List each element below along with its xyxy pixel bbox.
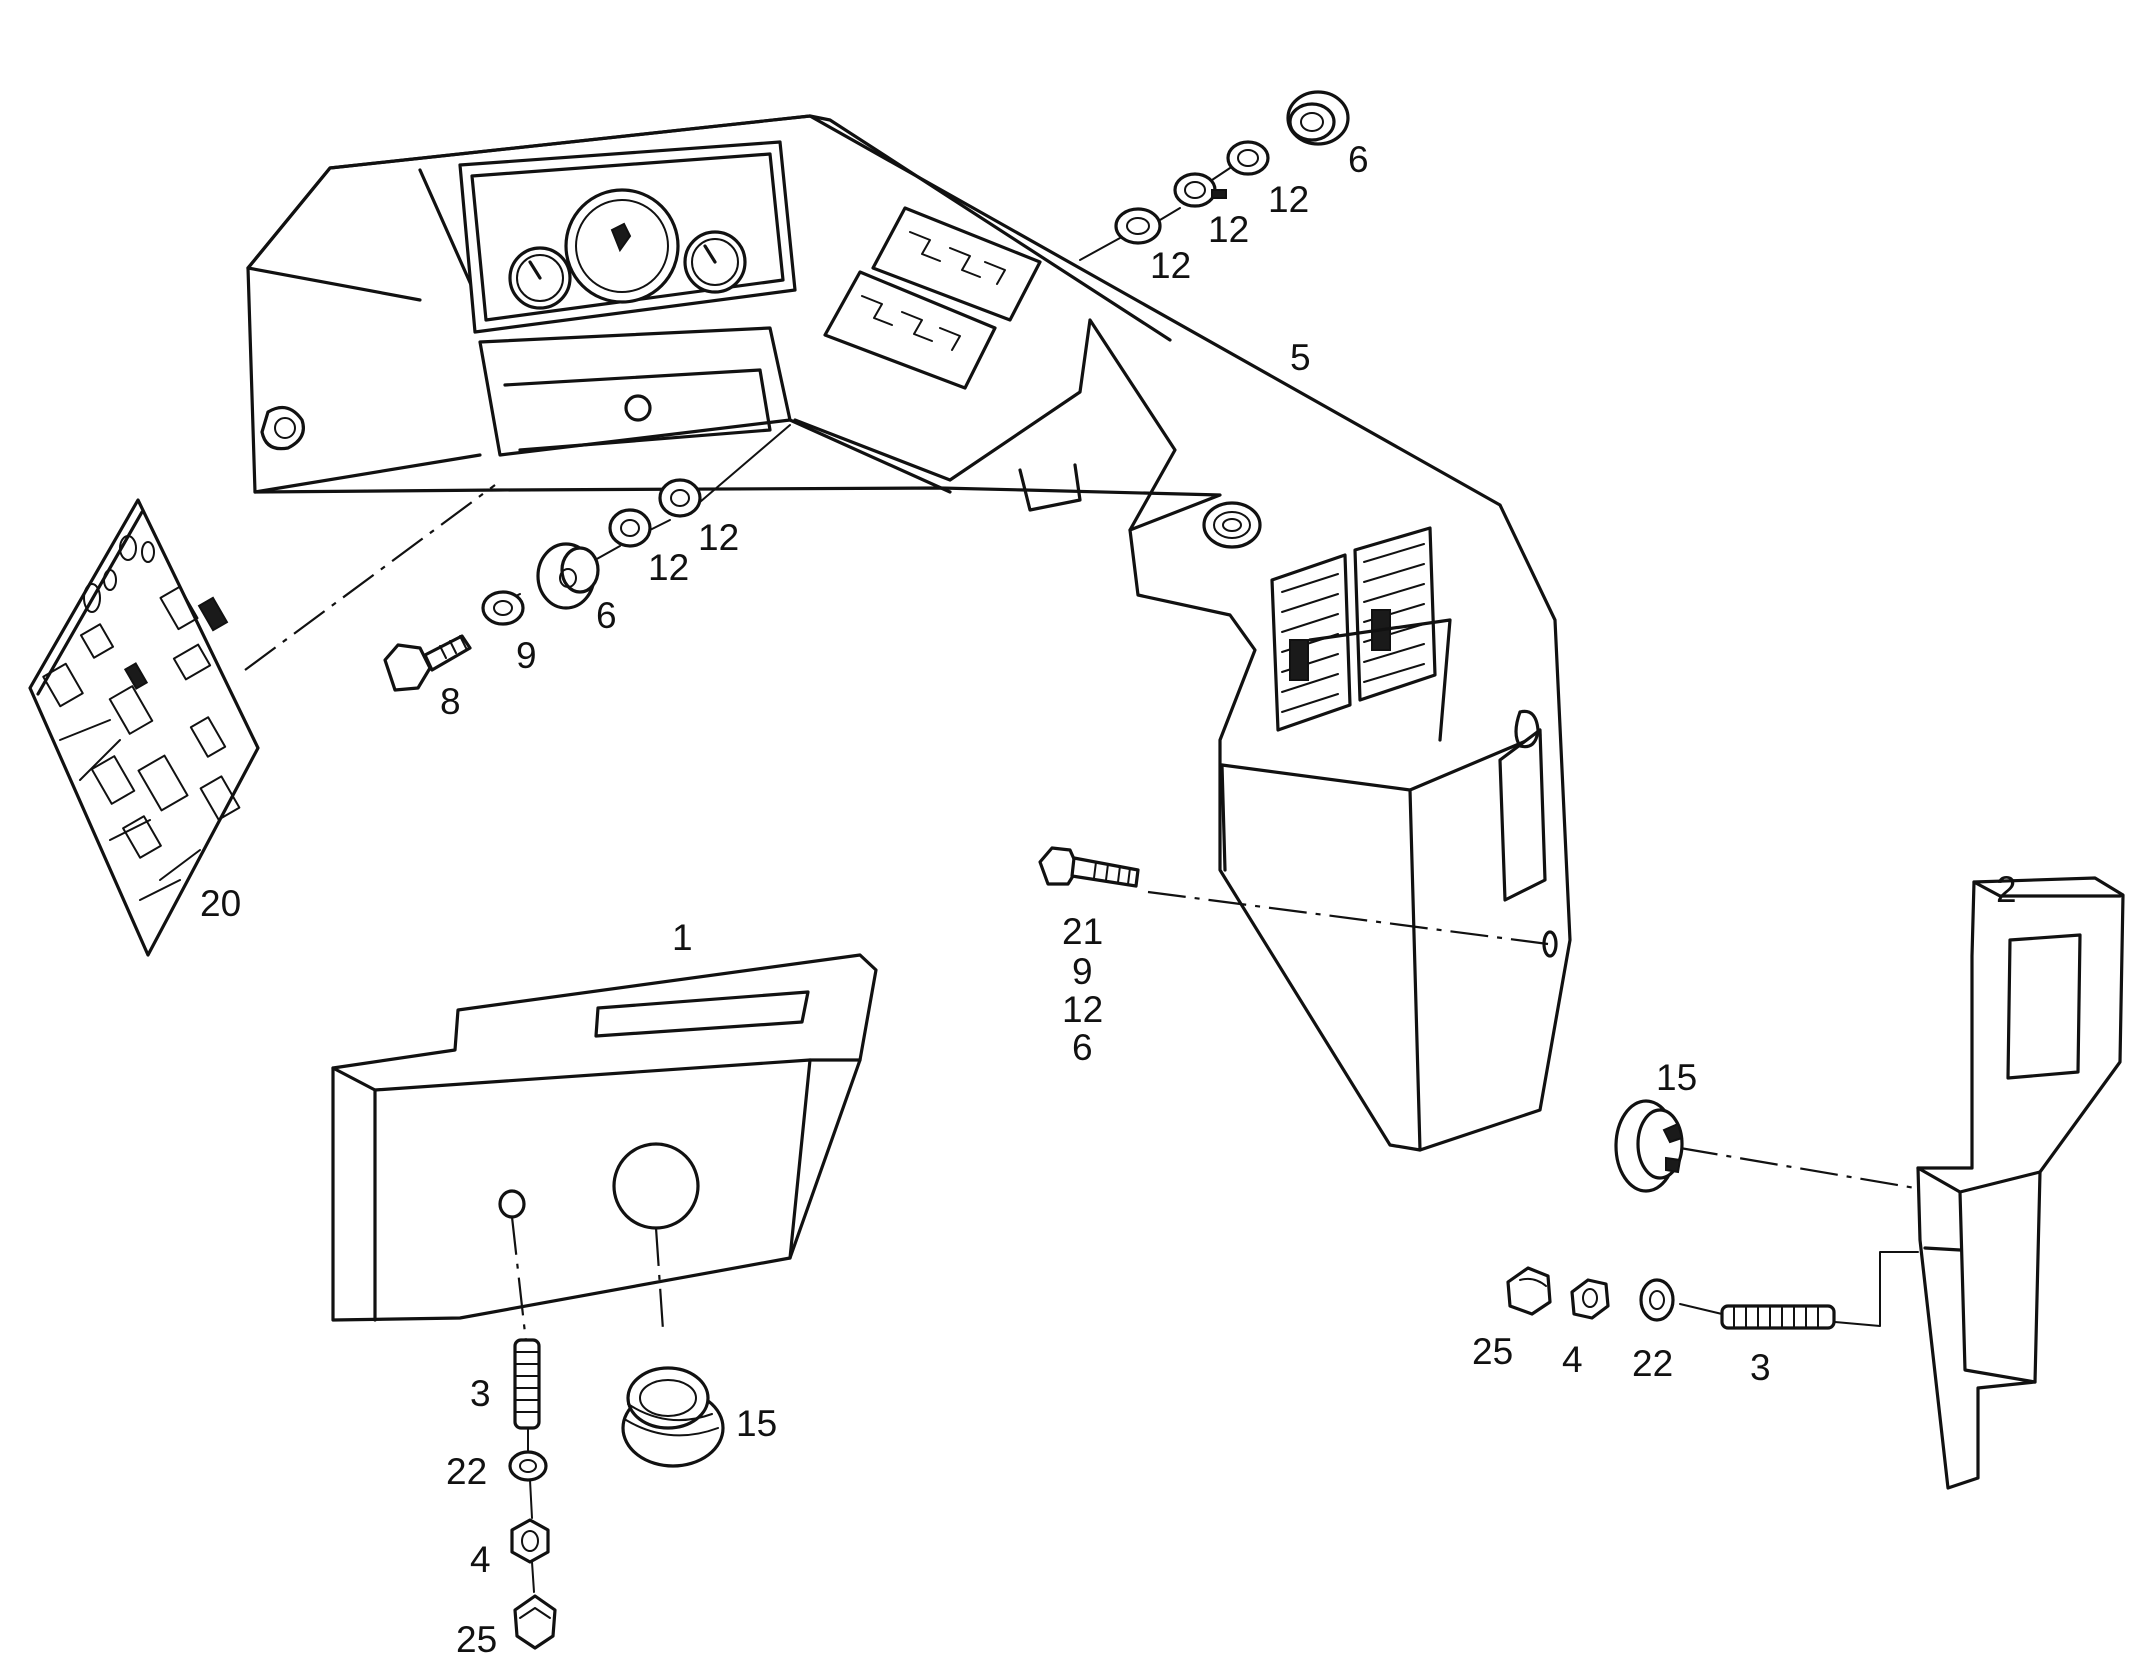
callout-12-a: 12 (1268, 179, 1309, 220)
callout-4-right: 4 (1562, 1339, 1583, 1380)
callout-6-left: 6 (596, 595, 617, 636)
washer-icon (1226, 140, 1270, 176)
hex-bolt-icon (1038, 846, 1140, 888)
threaded-stud-icon (513, 1338, 541, 1430)
callout-12-c: 12 (1150, 245, 1191, 286)
callout-22-right: 22 (1632, 1343, 1673, 1384)
washer-icon (608, 508, 652, 548)
callout-6-mid: 6 (1072, 1027, 1093, 1068)
side-panel-icon (331, 953, 878, 1361)
left-panel-hardware (508, 1338, 725, 1650)
hex-nut-icon (510, 1518, 550, 1564)
washer-icon (1639, 1278, 1675, 1322)
washer-icon (1173, 172, 1217, 208)
callout-21: 21 (1062, 911, 1103, 952)
callout-20: 20 (200, 883, 241, 924)
callout-1: 1 (672, 917, 693, 958)
washer-icon (658, 478, 702, 518)
callout-12-b: 12 (1208, 209, 1249, 250)
cap-nut-icon (513, 1594, 557, 1650)
warning-light-panel-icon (823, 206, 1042, 390)
callout-3-left: 3 (470, 1373, 491, 1414)
rubber-grommet-icon (536, 542, 600, 610)
right-hardware (1506, 1099, 1919, 1330)
callout-22-left: 22 (446, 1451, 487, 1492)
callout-12-e: 12 (648, 547, 689, 588)
left-mid-hardware (244, 424, 791, 692)
mount-knob-icon (260, 405, 305, 451)
callout-12-d: 12 (698, 517, 739, 558)
switch-bank-icon (1270, 526, 1437, 732)
callout-3-right: 3 (1750, 1347, 1771, 1388)
rubber-grommet-icon (1286, 90, 1350, 146)
washer-icon (508, 1450, 548, 1482)
callout-15-left: 15 (736, 1403, 777, 1444)
blanking-plug-icon (621, 1366, 725, 1468)
blanking-plug-icon (1614, 1099, 1684, 1193)
hex-nut-icon (1570, 1278, 1610, 1320)
top-right-hardware (1114, 90, 1350, 245)
center-bolt (1038, 846, 1549, 946)
callout-2: 2 (1996, 869, 2017, 910)
gauge-cluster-icon (508, 188, 747, 310)
bracket-panel-icon (1916, 876, 2125, 1490)
callout-15-right: 15 (1656, 1057, 1697, 1098)
callout-5: 5 (1290, 337, 1311, 378)
threaded-stud-icon (1720, 1304, 1836, 1330)
dashboard-housing (246, 114, 1572, 1152)
callout-12-mid: 12 (1062, 989, 1103, 1030)
washer-icon (1114, 207, 1162, 245)
cap-nut-icon (1506, 1266, 1552, 1316)
washer-icon (481, 590, 525, 626)
callout-9-mid: 9 (1072, 951, 1093, 992)
callout-25-left: 25 (456, 1619, 497, 1660)
callout-8: 8 (440, 681, 461, 722)
callout-6-top: 6 (1348, 139, 1369, 180)
callout-4-left: 4 (470, 1539, 491, 1580)
circuit-board-icon (28, 498, 260, 957)
callout-labels: 5 6 12 12 12 12 12 6 9 8 20 21 9 12 6 1 … (200, 139, 2017, 1660)
hex-bolt-icon (383, 634, 472, 692)
socket-grommet-icon (1202, 501, 1262, 549)
callout-9-left: 9 (516, 635, 537, 676)
callout-25-right: 25 (1472, 1331, 1513, 1372)
